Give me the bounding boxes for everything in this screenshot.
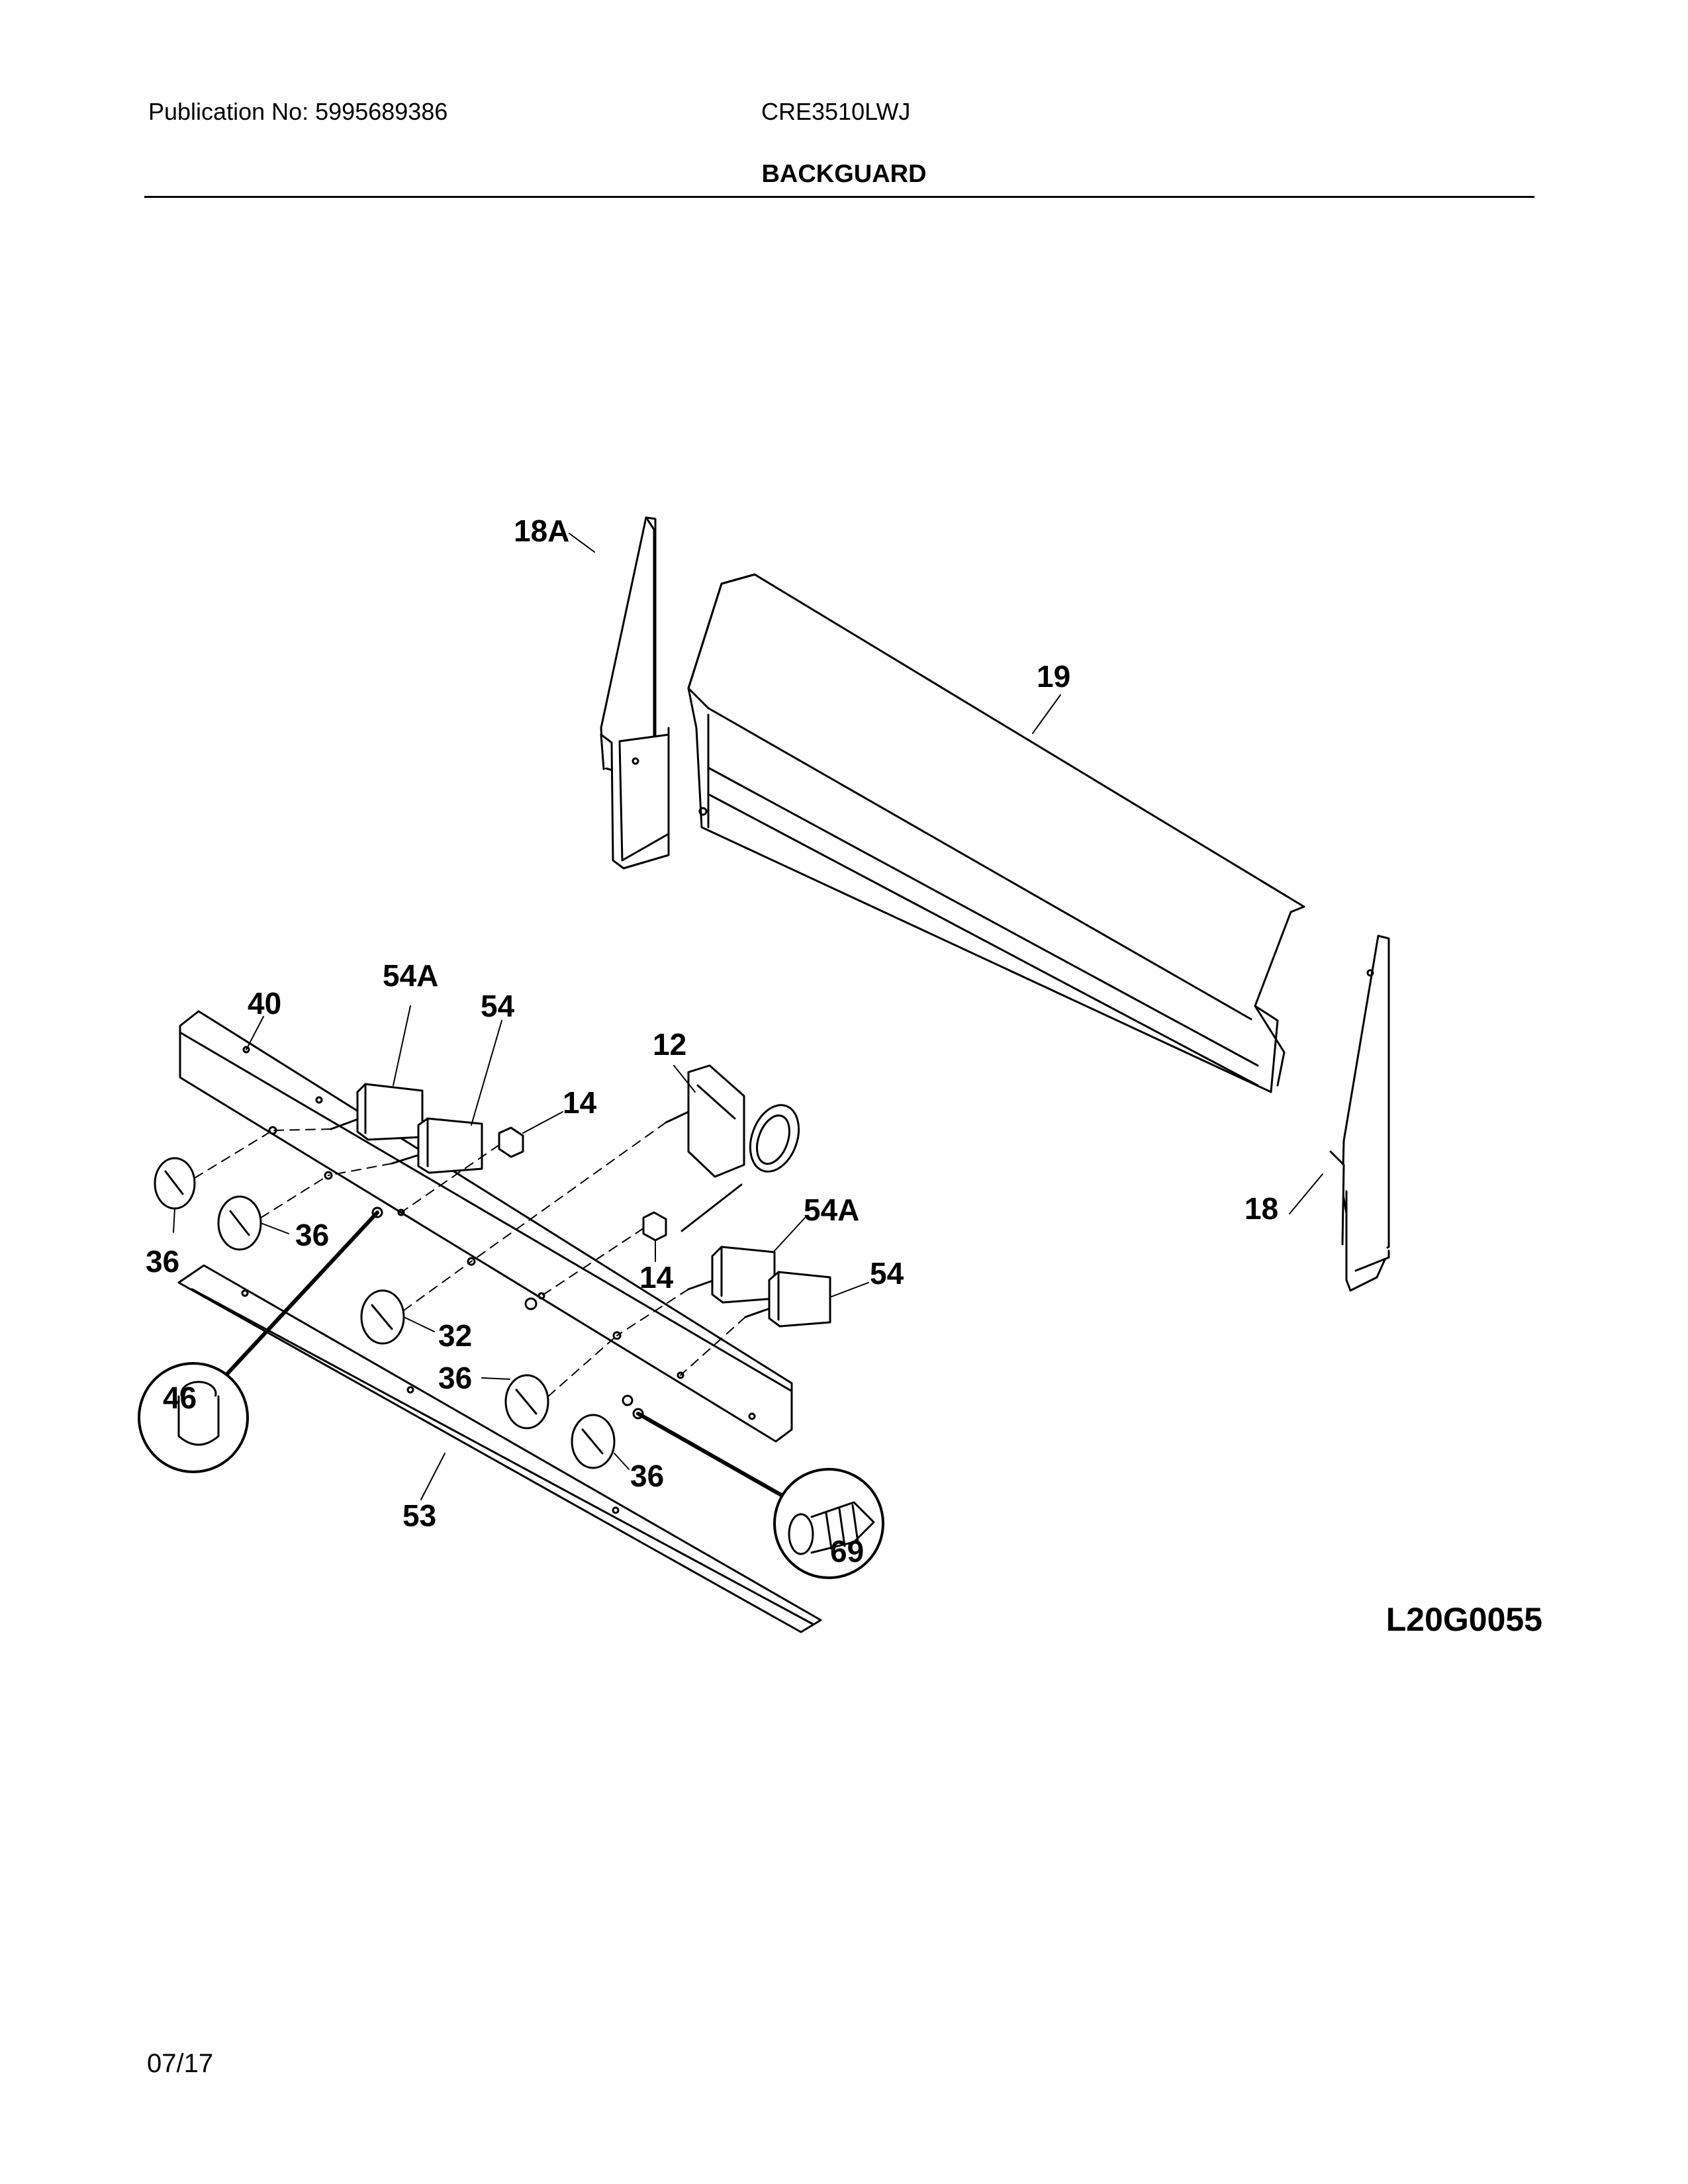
part-54-top-switch — [391, 1117, 483, 1174]
label-54-bottom: 54 — [870, 1256, 904, 1291]
label-36-c: 36 — [438, 1361, 472, 1395]
model-number: CRE3510LWJ — [761, 98, 911, 125]
part-54-bottom-switch — [744, 1271, 831, 1328]
part-18-end-cap — [1329, 934, 1390, 1292]
part-36-knob-a — [154, 1157, 196, 1210]
diagram-code: L20G0055 — [1385, 1601, 1542, 1638]
label-46: 46 — [163, 1381, 197, 1415]
label-36-d: 36 — [630, 1459, 664, 1493]
label-40: 40 — [248, 986, 281, 1021]
label-53: 53 — [402, 1498, 436, 1533]
label-14-top: 14 — [563, 1085, 597, 1120]
label-12: 12 — [653, 1027, 686, 1062]
footer-date: 07/17 — [147, 2049, 214, 2078]
part-40-control-panel — [179, 1010, 793, 1443]
leader-lines — [173, 533, 1323, 1500]
assembly-lines — [194, 1122, 746, 1397]
detail-69-bubble — [636, 1412, 884, 1579]
label-69: 69 — [830, 1534, 864, 1569]
part-54a-top-switch — [330, 1083, 424, 1141]
part-54a-bottom-switch — [687, 1246, 776, 1304]
part-14-bottom-light — [642, 1211, 667, 1242]
part-32-knob — [360, 1289, 405, 1345]
screws — [371, 1206, 644, 1420]
callout-labels: 18A 19 18 40 54A 54 14 12 54A 14 54 36 3… — [146, 514, 1278, 1569]
part-18a-end-cap — [600, 516, 670, 870]
header-rule — [144, 196, 1534, 198]
part-12-thermostat — [665, 1064, 800, 1232]
part-36-knob-d — [571, 1414, 616, 1469]
part-19-backguard-panel — [687, 573, 1305, 1093]
label-36-a: 36 — [146, 1244, 179, 1279]
label-36-b: 36 — [295, 1218, 329, 1252]
label-54a-top: 54A — [383, 958, 438, 993]
part-36-knob-c — [504, 1374, 549, 1430]
label-18: 18 — [1244, 1191, 1278, 1226]
part-14-top-light — [498, 1126, 524, 1158]
label-32: 32 — [438, 1318, 472, 1353]
label-18a: 18A — [514, 514, 569, 548]
label-19: 19 — [1037, 659, 1070, 694]
label-54a-bottom: 54A — [804, 1193, 859, 1227]
label-54-top: 54 — [481, 989, 515, 1023]
part-36-knob-b — [217, 1195, 262, 1251]
detail-46-bubble — [138, 1210, 379, 1473]
part-53-trim-strip — [177, 1264, 822, 1633]
label-14-bottom: 14 — [639, 1260, 674, 1295]
section-title: BACKGUARD — [761, 160, 927, 188]
publication-number: Publication No: 5995689386 — [148, 98, 448, 125]
